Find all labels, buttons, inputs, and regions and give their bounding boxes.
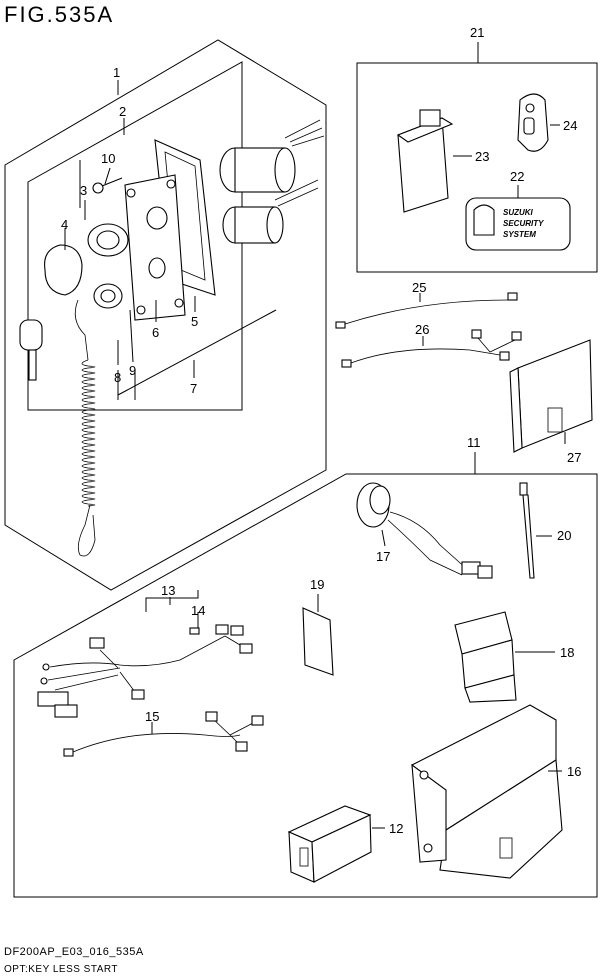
ignition-key [19,319,43,381]
part-17-switch-harness [356,482,493,579]
callout-19: 19 [310,577,324,592]
part-13-harness [37,624,253,718]
part-15-harness [63,711,264,757]
label-22-line1: SUZUKI [503,208,534,217]
part-18-switch [454,611,517,703]
part-23-module [396,109,454,213]
callout-16: 16 [567,764,581,779]
part-22-label: SUZUKI SECURITY SYSTEM [465,197,571,251]
callout-7: 7 [190,381,197,396]
callout-23: 23 [475,149,489,164]
footer-description: OPT:KEY LESS START [4,964,119,975]
callout-1: 1 [113,65,120,80]
callout-9: 9 [129,363,136,378]
callout-2: 2 [119,104,126,119]
part-4-knob [44,244,83,296]
group-21-frame [356,62,598,273]
label-22-line3: SYSTEM [503,230,536,239]
group-11-frame [13,473,598,898]
callout-8: 8 [114,370,121,385]
label-22-line2: SECURITY [503,219,544,228]
assembly-7-bracket [117,309,277,396]
callout-24: 24 [563,118,577,133]
part-25-harness [335,292,518,329]
key-switch-body [219,119,325,244]
part-24-fob [517,93,549,152]
part-16-bracket [411,704,563,879]
callout-6: 6 [152,325,159,340]
callout-18: 18 [560,645,574,660]
part-9-washer [93,283,123,309]
callout-13: 13 [161,583,175,598]
callout-12: 12 [389,821,403,836]
callout-20: 20 [557,528,571,543]
part-8-lanyard [74,299,96,557]
part-10-screw [92,177,123,194]
callout-10: 10 [101,151,115,166]
callout-4: 4 [61,217,68,232]
figure-title: FIG.535A [4,2,115,27]
callout-22: 22 [510,169,524,184]
part-27-ecu [509,339,593,453]
part-6-plate [124,174,186,321]
callout-15: 15 [145,709,159,724]
callout-21: 21 [470,25,484,40]
callout-25: 25 [412,280,426,295]
callout-17: 17 [376,549,390,564]
part-14-fastener [189,627,200,635]
assembly-1-frame [4,39,327,591]
part-19-sheet [302,607,334,676]
part-3-nut [87,223,129,257]
callout-27: 27 [567,450,581,465]
part-12-cover [287,805,372,883]
part-20-cable-tie [519,482,535,579]
callout-14: 14 [191,603,205,618]
callout-5: 5 [191,314,198,329]
part-26-harness [341,329,522,368]
callout-26: 26 [415,322,429,337]
callout-11: 11 [467,435,481,450]
footer-code: DF200AP_E03_016_535A [4,946,144,958]
callout-3: 3 [80,183,87,198]
